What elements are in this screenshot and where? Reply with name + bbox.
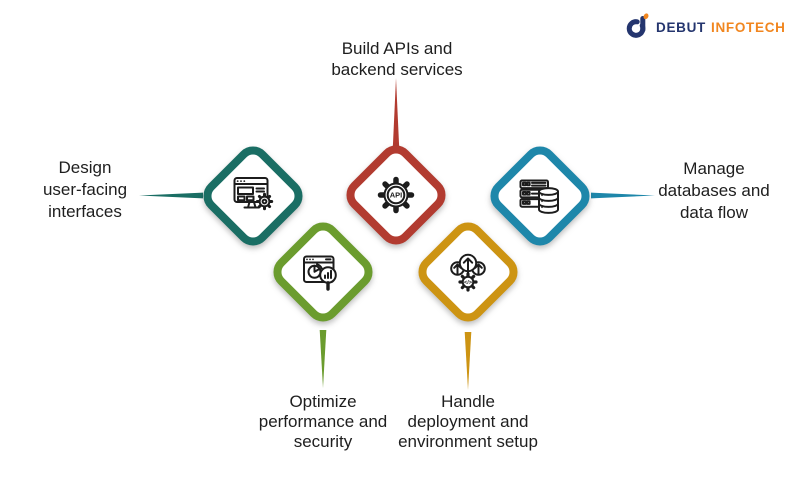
label-design: Design user-facing interfaces (42, 158, 128, 221)
connector-build (392, 78, 400, 150)
connector-deploy (464, 332, 472, 390)
connector-optimize (319, 330, 327, 388)
analytics-magnifier-icon (303, 255, 337, 291)
api-icon-label: API (390, 191, 403, 200)
api-gear-icon: API (377, 176, 415, 214)
brand-word-infotech: INFOTECH (711, 20, 786, 35)
server-database-icon (519, 179, 559, 214)
label-database: Manage databases and data flow (658, 159, 770, 222)
connector-design (139, 192, 203, 199)
brand-word-debut: DEBUT (656, 20, 706, 35)
brand-name: DEBUT INFOTECH (656, 15, 786, 35)
label-deploy: Handle deployment and environment setup (398, 392, 538, 451)
connector-database (591, 192, 655, 199)
brand-logo: DEBUT INFOTECH (626, 12, 786, 38)
cloud-deploy-code-icon: </> (450, 253, 486, 292)
label-optimize: Optimize performance and security (258, 392, 388, 451)
browser-gear-icon (233, 177, 274, 211)
label-build: Build APIs and backend services (331, 39, 463, 79)
debut-infotech-logo-mark (626, 13, 649, 38)
code-icon-label: </> (464, 280, 472, 286)
